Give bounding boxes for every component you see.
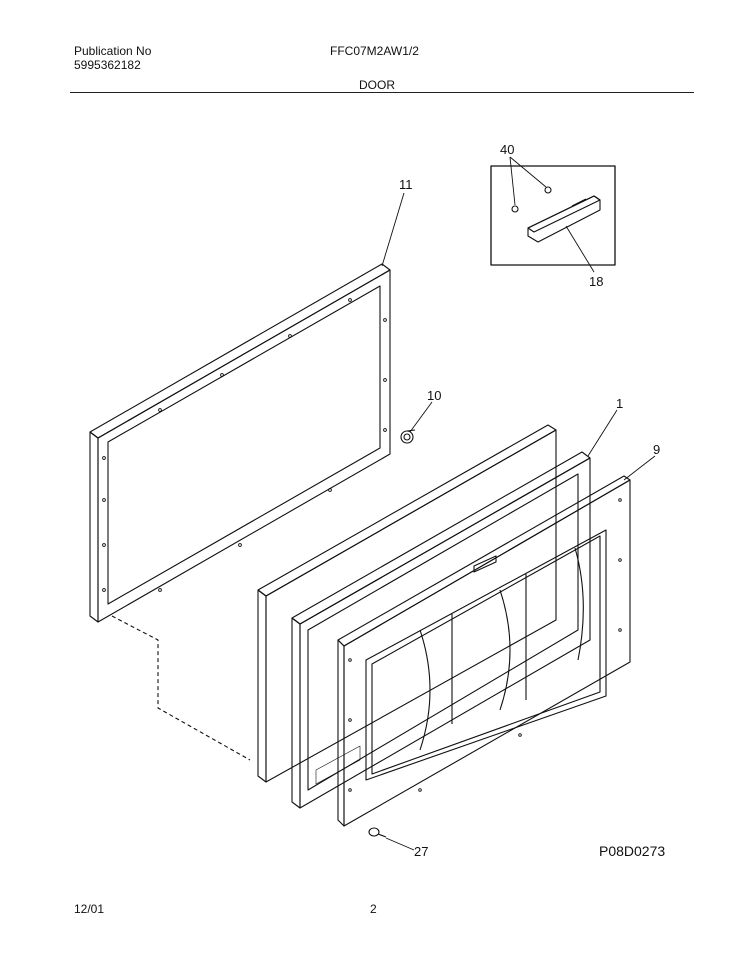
handle-inset-box	[490, 165, 616, 266]
model-number: FFC07M2AW1/2	[330, 44, 419, 58]
part-11-liner-frame	[89, 263, 391, 623]
door-panel-block	[111, 424, 557, 783]
part-1-gasket	[291, 451, 591, 809]
callout-11: 11	[399, 177, 413, 192]
publication-number: 5995362182	[74, 58, 141, 72]
callout-10: 10	[427, 388, 441, 403]
callout-18: 18	[589, 274, 603, 289]
callout-40: 40	[500, 142, 514, 157]
publication-label: Publication No	[74, 44, 152, 58]
section-title: DOOR	[359, 78, 395, 92]
callout-9: 9	[653, 442, 660, 457]
part-10-plug	[400, 429, 416, 444]
header-divider	[70, 92, 694, 93]
part-9-outer-panel	[337, 475, 631, 827]
footer-page-number: 2	[370, 902, 377, 916]
footer-date: 12/01	[74, 902, 105, 916]
leader-lines	[381, 156, 656, 851]
callout-27: 27	[414, 844, 428, 859]
part-27-screw	[368, 827, 387, 838]
diagram-reference: P08D0273	[599, 843, 666, 859]
callout-1: 1	[616, 396, 623, 411]
